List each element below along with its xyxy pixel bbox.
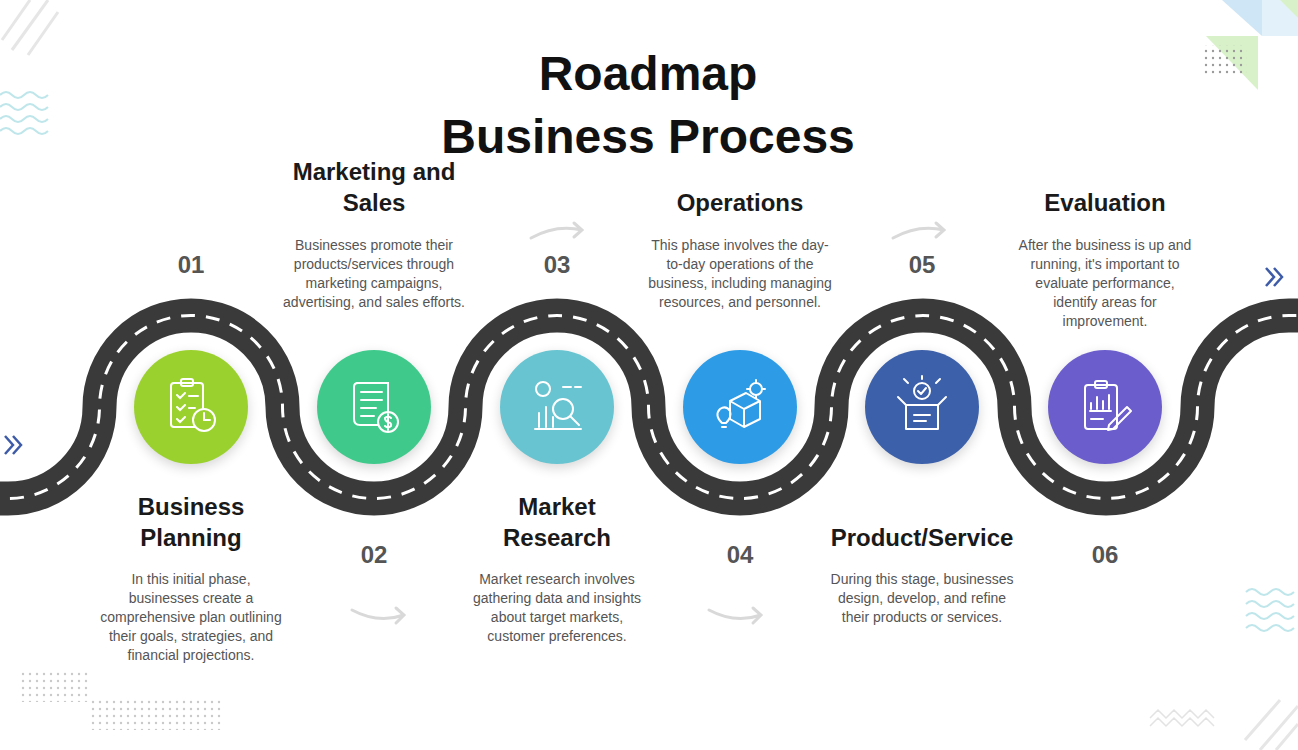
page-title: Roadmap Business Process bbox=[428, 42, 868, 168]
flow-arrow bbox=[709, 608, 761, 623]
chevron-symbol bbox=[5, 436, 21, 454]
step-number: 05 bbox=[882, 250, 962, 280]
step-heading: Marketing and Sales bbox=[281, 156, 467, 218]
step-heading: Product/Service bbox=[829, 522, 1015, 553]
step-number: 02 bbox=[334, 540, 414, 570]
step-heading: Evaluation bbox=[1012, 187, 1198, 218]
step-circle bbox=[865, 350, 979, 464]
corner-triangle bbox=[1206, 36, 1258, 90]
corner-triangle bbox=[1222, 0, 1262, 36]
flow-arrow bbox=[531, 223, 582, 238]
step-number: 03 bbox=[517, 250, 597, 280]
step-circle bbox=[683, 350, 797, 464]
corner-stroke bbox=[2, 0, 58, 55]
wave-decoration bbox=[1246, 589, 1294, 631]
step-description: After the business is up and running, it… bbox=[1012, 236, 1198, 331]
wave-decoration bbox=[0, 92, 48, 134]
roadmap-step: Marketing and SalesBusinesses promote th… bbox=[274, 150, 474, 680]
step-description: Businesses promote their products/servic… bbox=[281, 236, 467, 312]
flow-arrow bbox=[352, 608, 404, 623]
step-number: 01 bbox=[151, 250, 231, 280]
step-heading: Business Planning bbox=[98, 491, 284, 553]
step-description: Market research involves gathering data … bbox=[464, 570, 650, 646]
flow-arrow bbox=[893, 223, 944, 238]
step-circle bbox=[1048, 350, 1162, 464]
dot-grid bbox=[18, 672, 88, 702]
roadmap-step: Market ResearchMarket research involves … bbox=[457, 150, 657, 680]
roadmap-step: Business Planning In this initial phase, … bbox=[91, 150, 291, 680]
road-lane-marking bbox=[0, 315, 1298, 498]
step-number: 04 bbox=[700, 540, 780, 570]
step-heading: Market Research bbox=[464, 491, 650, 553]
step-circle bbox=[500, 350, 614, 464]
wave-decoration bbox=[1150, 710, 1214, 726]
dot-grid bbox=[88, 700, 223, 730]
step-number: 06 bbox=[1065, 540, 1145, 570]
corner-stroke bbox=[1245, 700, 1298, 750]
roadmap-step: EvaluationAfter the business is up and r… bbox=[1005, 150, 1205, 680]
step-description: This phase involves the day-to-day opera… bbox=[647, 236, 833, 312]
step-heading: Operations bbox=[647, 187, 833, 218]
step-circle bbox=[317, 350, 431, 464]
corner-triangle bbox=[1280, 0, 1298, 18]
step-description: During this stage, businesses design, de… bbox=[829, 570, 1015, 627]
corner-triangle bbox=[1262, 0, 1298, 36]
step-circle bbox=[134, 350, 248, 464]
chevron-symbol bbox=[1266, 268, 1282, 286]
roadmap-step: Product/ServiceDuring this stage, busine… bbox=[822, 150, 1022, 680]
road bbox=[0, 315, 1298, 498]
dot-grid bbox=[1203, 45, 1247, 75]
step-description: In this initial phase, businesses create… bbox=[98, 570, 284, 665]
roadmap-step: OperationsThis phase involves the day-to… bbox=[640, 150, 840, 680]
